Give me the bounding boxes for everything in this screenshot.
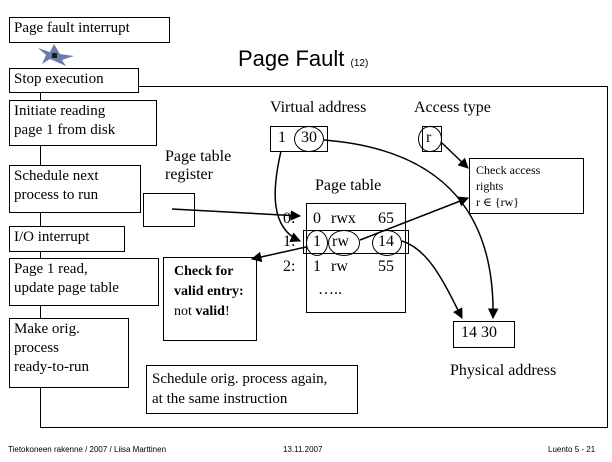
page-table-row-0-valid: 0 — [313, 210, 321, 227]
step-io-interrupt: I/O interrupt — [9, 226, 125, 252]
rights-circle — [328, 230, 360, 256]
page-table-label: Page table — [315, 177, 382, 194]
step-initiate-reading: Initiate reading page 1 from disk — [9, 100, 157, 146]
physical-address-label: Physical address — [450, 362, 557, 379]
access-type-label: Access type — [414, 99, 491, 116]
valid-bit-circle — [306, 230, 328, 256]
arrow-offset-to-physical — [323, 139, 499, 320]
step-make-orig-ready: Make orig. process ready-to-run — [9, 318, 129, 388]
step-stop-execution: Stop execution — [9, 68, 139, 93]
arrow-rights-to-check-access — [359, 196, 469, 241]
arrow-page-to-row — [274, 150, 301, 243]
virtual-offset: 30 — [301, 129, 317, 146]
page-table-row-0-frame: 65 — [378, 210, 394, 227]
access-type-circle — [418, 126, 442, 152]
slide-title-number: (12) — [350, 58, 369, 69]
page-table-row-2-rights: rw — [331, 258, 348, 275]
page-table-ellipsis: ….. — [318, 281, 342, 298]
page-table-row-2-valid: 1 — [313, 258, 321, 275]
page-table-box — [306, 203, 406, 313]
arrow-register-to-table — [171, 208, 302, 221]
step-schedule-next: Schedule next process to run — [9, 165, 141, 213]
page-table-row-1-frame: 14 — [378, 233, 394, 250]
step-page-read: Page 1 read, update page table — [9, 258, 159, 306]
page-table-row-2-frame: 55 — [378, 258, 394, 275]
interrupt-lightning-icon — [38, 44, 74, 66]
footer-left: Tietokoneen rakenne / 2007 / Liisa Martt… — [8, 445, 167, 454]
schedule-again-box: Schedule orig. process again, at the sam… — [146, 365, 358, 414]
footer-right: Luento 5 - 21 — [548, 445, 596, 454]
check-access-box: Check access rights r ∈ {rw} — [469, 158, 584, 214]
page-table-row-2-index: 2: — [283, 258, 296, 275]
footer-center: 13.11.2007 — [283, 445, 323, 454]
check-valid-box: Check for valid entry: not valid! — [163, 257, 257, 341]
page-table-row-1-valid: 1 — [313, 233, 321, 250]
step-page-fault-interrupt: Page fault interrupt — [9, 17, 170, 43]
page-table-register-label: Page table register — [165, 148, 232, 183]
page-table-row-0-rights: rwx — [331, 210, 356, 227]
arrow-frame-to-physical — [401, 240, 463, 319]
slide-title: Page Fault (12) — [238, 46, 368, 72]
page-table-highlight-row — [303, 230, 409, 254]
physical-address-box — [453, 321, 515, 348]
physical-address-value: 14 30 — [461, 324, 497, 341]
virtual-address-label: Virtual address — [270, 99, 367, 116]
slide-title-main: Page Fault — [238, 46, 345, 71]
arrow-to-check-valid — [250, 246, 307, 263]
virtual-page-number: 1 — [278, 129, 286, 146]
frame-circle — [372, 230, 402, 256]
arrow-to-check-access — [441, 142, 469, 169]
virtual-offset-circle — [294, 126, 324, 152]
access-type-value: r — [426, 129, 432, 146]
page-table-row-1-rights: rw — [332, 233, 349, 250]
